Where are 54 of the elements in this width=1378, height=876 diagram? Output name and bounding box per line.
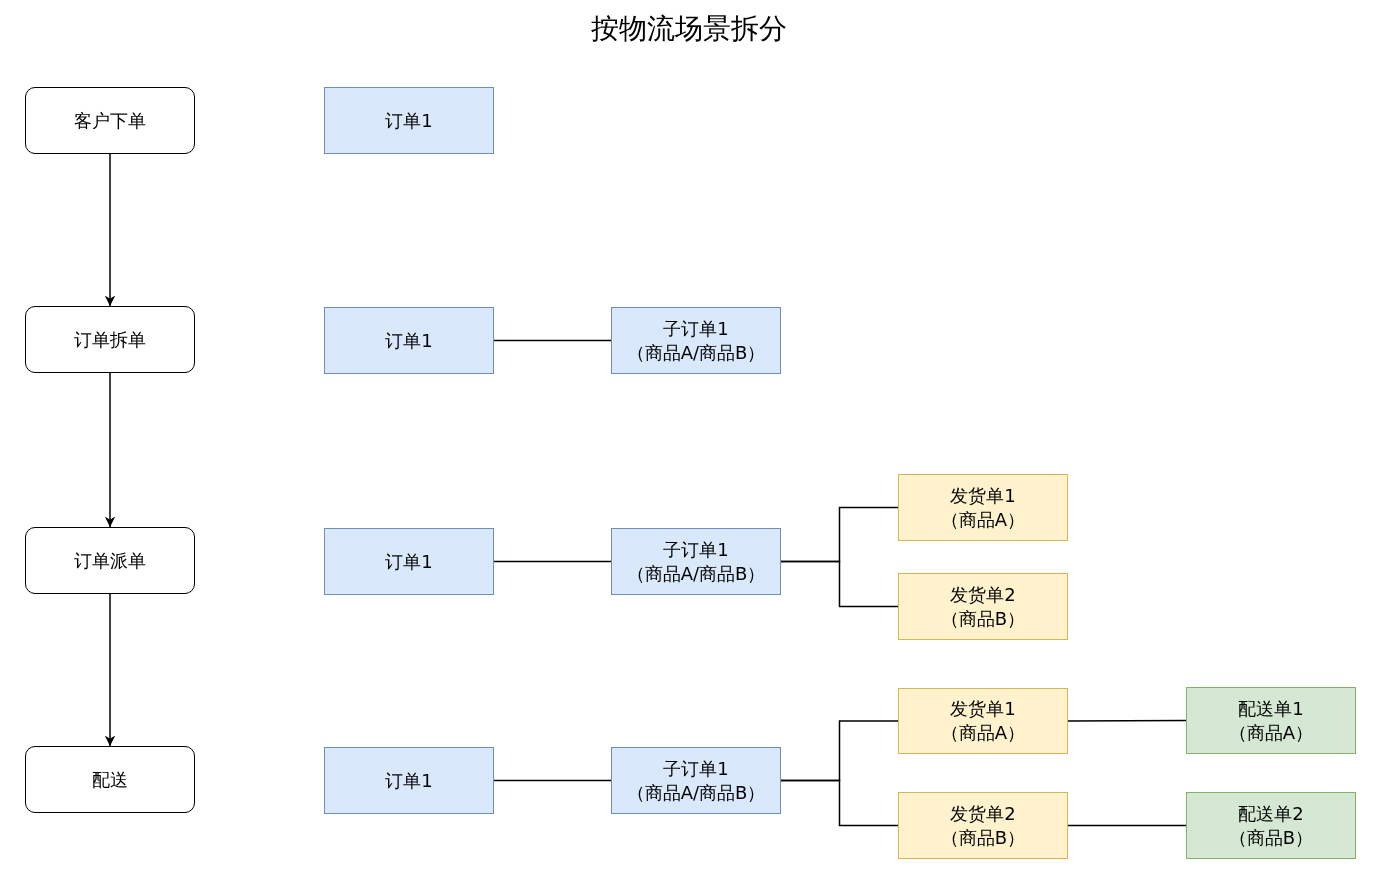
process-box <box>25 306 195 373</box>
box-label: 子订单1 <box>663 537 729 562</box>
process-box <box>611 307 781 374</box>
box-label: 子订单1 <box>663 756 729 781</box>
process-box <box>898 792 1068 859</box>
box-label: 配送单1 <box>1238 696 1304 721</box>
box-label: （商品A） <box>1228 720 1314 745</box>
process-box <box>324 747 494 814</box>
box-label: 发货单2 <box>950 582 1016 607</box>
box-label: 配送单2 <box>1238 801 1304 826</box>
process-box <box>1186 792 1356 859</box>
box-label: （商品B） <box>1228 825 1314 850</box>
process-box <box>898 688 1068 754</box>
connector-line <box>493 339 612 342</box>
connector-line <box>493 560 612 563</box>
box-label: 订单派单 <box>74 548 146 573</box>
process-box <box>324 87 494 154</box>
connector-line <box>780 779 899 827</box>
box-label: 订单拆单 <box>74 327 146 352</box>
box-label: 客户下单 <box>74 108 146 133</box>
arrow <box>104 153 116 307</box>
box-label: 配送 <box>92 767 128 792</box>
box-label: 订单1 <box>385 549 433 574</box>
process-box <box>1186 687 1356 754</box>
arrow <box>104 372 116 528</box>
box-label: 订单1 <box>385 768 433 793</box>
box-label: （商品A/商品B） <box>626 340 766 365</box>
box-label: 订单1 <box>385 108 433 133</box>
box-label: （商品B） <box>940 606 1026 631</box>
box-label: 子订单1 <box>663 316 729 341</box>
box-label: 发货单2 <box>950 801 1016 826</box>
box-label: （商品A） <box>940 507 1026 532</box>
process-box <box>324 307 494 374</box>
process-box <box>611 528 781 595</box>
process-box <box>898 573 1068 640</box>
process-box <box>25 746 195 813</box>
box-label: 订单1 <box>385 328 433 353</box>
box-label: （商品A/商品B） <box>626 561 766 586</box>
process-box <box>898 474 1068 541</box>
process-box <box>611 747 781 814</box>
connector-line <box>1067 719 1187 722</box>
process-box <box>25 527 195 594</box>
process-box <box>324 528 494 595</box>
box-label: 发货单1 <box>950 697 1016 721</box>
box-label: （商品A/商品B） <box>626 780 766 805</box>
box-label: 发货单1 <box>950 483 1016 508</box>
arrow <box>104 593 116 747</box>
box-label: （商品B） <box>940 825 1026 850</box>
box-label: （商品A） <box>940 721 1026 745</box>
connector-line <box>780 560 899 608</box>
connector-line <box>493 779 612 782</box>
diagram-title: 按物流场景拆分 <box>590 11 788 47</box>
process-box <box>25 87 195 154</box>
connector-line <box>1067 824 1187 827</box>
